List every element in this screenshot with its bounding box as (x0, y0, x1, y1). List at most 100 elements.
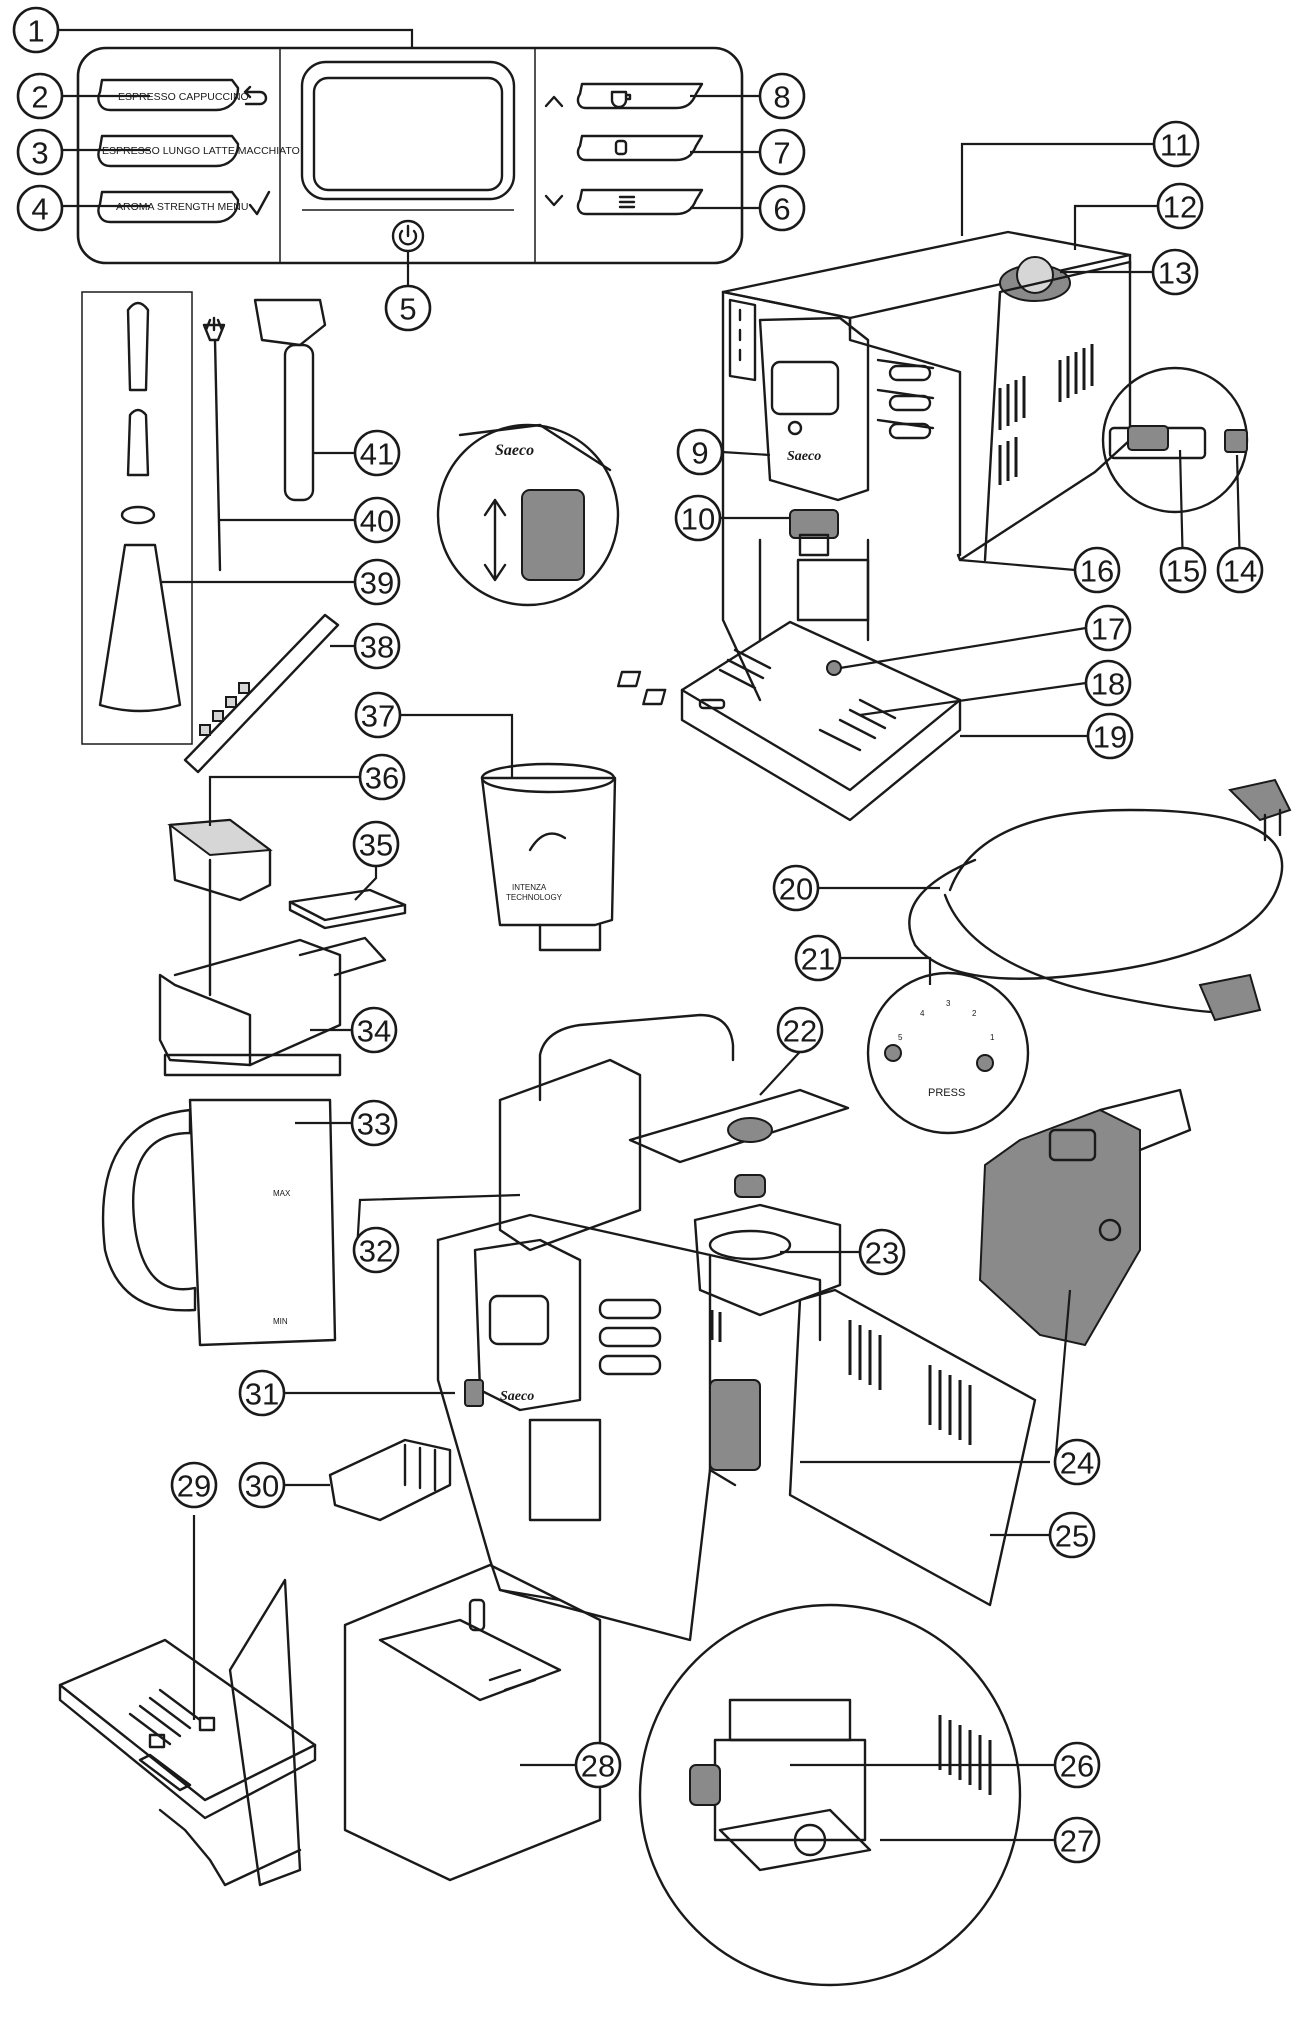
svg-text:27: 27 (1060, 1824, 1094, 1859)
svg-text:7: 7 (773, 136, 790, 171)
bean-hopper (693, 1203, 842, 1317)
svg-text:MIN: MIN (273, 1317, 288, 1326)
svg-text:26: 26 (1060, 1749, 1094, 1784)
svg-text:29: 29 (177, 1469, 211, 1504)
callout-38: 38 (353, 622, 401, 670)
svg-text:37: 37 (361, 699, 395, 734)
power-cord (908, 778, 1292, 1022)
svg-text:5: 5 (898, 1033, 903, 1042)
callout-27: 27 (1053, 1816, 1101, 1864)
callout-36: 36 (358, 753, 406, 801)
callout-32: 32 (352, 1226, 400, 1274)
callout-17: 17 (1084, 604, 1132, 652)
callout-21: 21 (794, 934, 842, 982)
checkmark-icon (248, 190, 271, 216)
svg-text:2: 2 (31, 80, 48, 115)
callout-15: 15 (1159, 546, 1207, 594)
coffee-grounds-drawer (328, 1438, 452, 1522)
callout-28: 28 (574, 1741, 622, 1789)
svg-text:38: 38 (360, 630, 394, 665)
callout-34: 34 (350, 1006, 398, 1054)
callout-7: 7 (758, 128, 806, 176)
svg-text:39: 39 (360, 566, 394, 601)
cleaning-brush (202, 316, 226, 572)
svg-text:22: 22 (783, 1014, 817, 1049)
water-hardness-test-strip (183, 613, 340, 774)
svg-text:8: 8 (773, 80, 790, 115)
callout-8: 8 (758, 72, 806, 120)
control-panel-closeup: ESPRESSO CAPPUCCINO ESPRESSO LUNGO LATTE… (76, 46, 744, 265)
callout-20: 20 (772, 864, 820, 912)
svg-text:Saeco: Saeco (787, 449, 821, 464)
down-arrow-icon (544, 194, 564, 207)
side-vents (998, 344, 1094, 485)
svg-text:36: 36 (365, 761, 399, 796)
svg-text:ESPRESSO LUNGO LATTE MACCHIATO: ESPRESSO LUNGO LATTE MACCHIATO (102, 145, 300, 157)
svg-text:1: 1 (990, 1033, 995, 1042)
svg-text:Saeco: Saeco (495, 442, 534, 459)
callout-22: 22 (776, 1006, 824, 1054)
hot-water-button (576, 82, 704, 110)
coffee-bean-hopper-lid (628, 1088, 850, 1164)
svg-text:10: 10 (681, 502, 715, 537)
callout-29: 29 (170, 1461, 218, 1509)
svg-text:1: 1 (27, 14, 44, 49)
callout-35: 35 (352, 820, 400, 868)
callout-16: 16 (1073, 546, 1121, 594)
callout-11: 11 (1152, 120, 1200, 168)
svg-text:2: 2 (972, 1009, 977, 1018)
callout-4: 4 (16, 184, 64, 232)
callout-30: 30 (238, 1461, 286, 1509)
svg-text:40: 40 (360, 504, 394, 539)
drip-tray-assembly (228, 1563, 602, 1887)
svg-text:14: 14 (1223, 554, 1257, 589)
svg-text:3: 3 (946, 999, 951, 1008)
svg-text:34: 34 (357, 1014, 391, 1049)
grinder-knob-closeup: PRESS 3 4 2 5 1 (866, 971, 1030, 1135)
back-arrow-icon (243, 85, 268, 106)
svg-text:32: 32 (359, 1234, 393, 1269)
svg-text:23: 23 (865, 1236, 899, 1271)
svg-text:35: 35 (359, 828, 393, 863)
up-arrow-icon (544, 95, 564, 108)
spout-height-closeup: Saeco (436, 423, 620, 607)
svg-text:21: 21 (801, 942, 835, 977)
callout-3: 3 (16, 128, 64, 176)
callout-19: 19 (1086, 712, 1134, 760)
svg-text:41: 41 (360, 437, 394, 472)
milk-carafe-top (158, 818, 407, 1077)
svg-text:16: 16 (1080, 554, 1114, 589)
svg-text:20: 20 (779, 872, 813, 907)
machine-interior-closeup (638, 1603, 1022, 1987)
svg-text:11: 11 (1160, 128, 1192, 163)
espresso-lungo-latte-macchiato-button: ESPRESSO LUNGO LATTE MACCHIATO (97, 134, 300, 168)
svg-text:18: 18 (1091, 667, 1125, 702)
callout-5: 5 (384, 284, 432, 332)
svg-text:28: 28 (581, 1749, 615, 1784)
leader-lines (46, 28, 1242, 1842)
svg-text:15: 15 (1166, 554, 1200, 589)
svg-text:4: 4 (31, 192, 48, 227)
power-socket-closeup (1101, 366, 1249, 514)
lubricant-kit-box (81, 291, 193, 745)
callout-2: 2 (16, 72, 64, 120)
callout-39: 39 (353, 558, 401, 606)
svg-text:PRESS: PRESS (928, 1087, 965, 1099)
svg-text:INTENZA: INTENZA (512, 883, 547, 892)
callout-18: 18 (1084, 659, 1132, 707)
svg-text:6: 6 (773, 192, 790, 227)
svg-text:5: 5 (399, 292, 416, 327)
svg-text:30: 30 (245, 1469, 279, 1504)
svg-text:12: 12 (1163, 190, 1197, 225)
svg-text:4: 4 (920, 1009, 925, 1018)
callout-23: 23 (858, 1228, 906, 1276)
drip-tray-slots (718, 648, 897, 752)
callout-40: 40 (353, 496, 401, 544)
brew-group (709, 1088, 1192, 1471)
milk-carafe-jug: MAX MIN (101, 1098, 337, 1347)
callout-25: 25 (1048, 1511, 1096, 1559)
water-tank (498, 1013, 735, 1252)
grinder-adjustment-knob (734, 1174, 766, 1198)
single-cup-button (576, 134, 704, 162)
